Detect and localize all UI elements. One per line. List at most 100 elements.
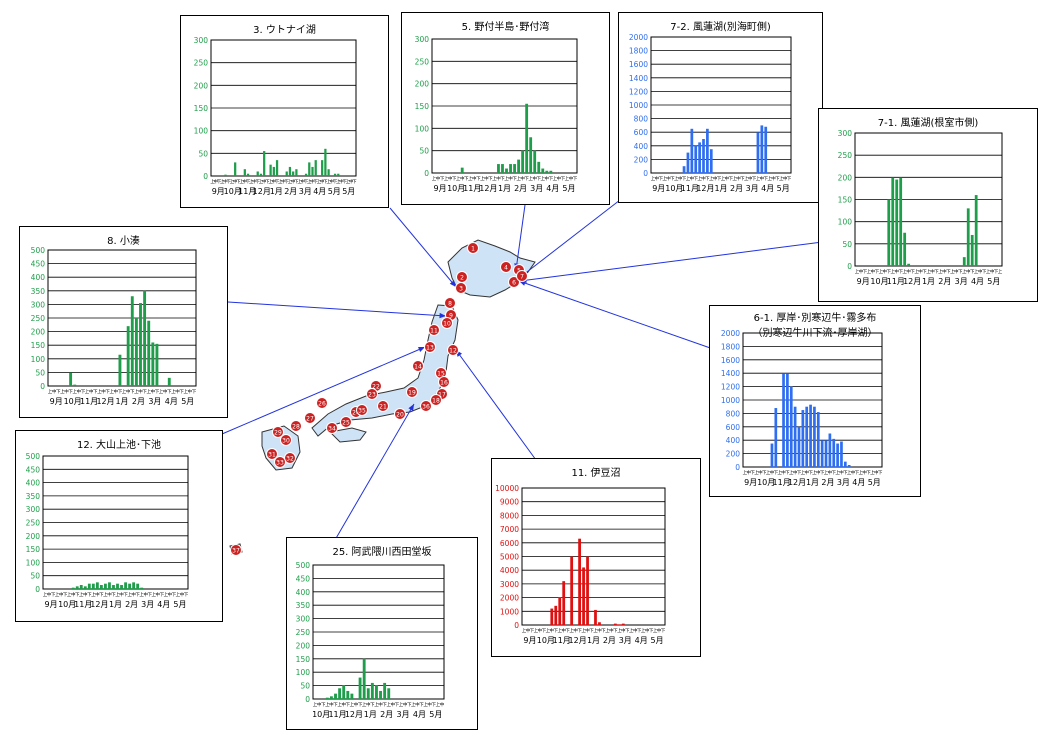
site-marker-label: 1 [471,246,475,253]
x-period-label: 中 [151,388,156,395]
x-period-label: 中 [828,469,833,476]
bar [256,171,259,176]
x-period-label: 上 [374,701,379,708]
x-month-label: 1月 [714,184,727,193]
x-period-label: 上 [268,178,273,185]
x-month-label: 1月 [115,397,128,406]
y-tick-label: 150 [31,341,46,350]
bar [786,373,789,467]
x-month-label: 5月 [987,277,1000,286]
x-period-label: 上 [766,469,771,476]
site-marker-label: 27 [306,416,314,423]
x-period-label: 中 [330,178,335,185]
chart-title: 8. 小湊 [20,232,227,247]
y-tick-label: 450 [296,574,311,583]
x-period-label: 下 [275,179,280,185]
bar [134,318,138,386]
x-period-label: 中 [690,175,695,182]
y-tick-label: 250 [194,59,209,68]
x-period-label: 上 [541,175,546,182]
x-period-label: 上 [504,175,509,182]
x-period-label: 下 [705,176,710,182]
x-period-label: 上 [686,175,691,182]
x-period-label: 下 [808,470,813,476]
x-period-label: 下 [787,176,792,182]
bar [598,622,601,625]
bar [562,581,566,625]
y-tick-label: 500 [296,561,311,570]
bar [682,166,686,173]
x-period-label: 下 [693,176,698,182]
x-period-label: 下 [382,702,387,708]
y-tick-label: 600 [634,128,649,137]
x-period-label: 下 [717,176,722,182]
x-period-label: 下 [321,702,326,708]
bar [325,697,329,699]
bar [782,373,785,467]
x-month-label: 9月 [857,277,870,286]
x-period-label: 下 [246,179,251,185]
x-period-label: 中 [484,175,489,182]
bar [690,128,694,173]
bar [130,296,134,386]
x-month-label: 2月 [730,184,743,193]
bar [840,441,843,467]
x-period-label: 中 [391,701,396,708]
site-marker: 6 [508,276,520,288]
x-period-label: 中 [310,178,315,185]
x-period-label: 中 [320,178,325,185]
x-period-label: 上 [278,178,283,185]
x-period-label: 下 [56,389,61,395]
bar [140,587,144,589]
bar [112,585,115,589]
x-period-label: 下 [982,269,987,275]
x-period-label: 中 [760,175,765,182]
x-period-label: 中 [71,591,76,598]
x-period-label: 中 [101,388,106,395]
bar [120,585,123,589]
bar [706,128,709,173]
x-period-label: 下 [440,176,445,182]
x-month-label: 3月 [837,478,850,487]
bar [621,623,625,625]
x-period-label: 上 [43,591,48,598]
y-tick-label: 2000 [721,329,740,338]
x-period-label: 下 [135,592,140,598]
x-period-label: 中 [243,178,248,185]
x-month-label: 3月 [746,184,759,193]
x-period-label: 上 [789,469,794,476]
site-marker: 21 [377,400,389,412]
y-tick-label: 0 [735,463,740,472]
x-period-label: 中 [793,469,798,476]
x-period-label: 下 [565,628,570,634]
bar [517,159,521,173]
x-period-label: 中 [281,178,286,185]
bar [970,234,974,266]
x-period-label: 中 [317,701,322,708]
bar [760,125,764,173]
bar [136,583,140,589]
bar [387,688,391,699]
bar [224,174,227,176]
bar [824,440,828,467]
x-period-label: 上 [835,469,840,476]
x-period-label: 中 [188,388,193,395]
x-period-label: 中 [301,178,306,185]
x-period-label: 下 [118,389,123,395]
bar [594,609,597,625]
site-marker-label: 30 [282,438,290,445]
y-tick-label: 350 [296,601,311,610]
x-period-label: 下 [123,592,128,598]
y-tick-label: 400 [296,588,311,597]
y-tick-label: 350 [26,492,41,501]
bar [545,170,549,173]
x-period-label: 中 [131,591,136,598]
x-period-label: 下 [934,269,939,275]
site-marker: 26 [316,397,328,409]
bar [87,583,91,589]
x-period-label: 下 [637,628,642,634]
bar [327,169,330,176]
y-tick-label: 1400 [629,74,648,83]
bar [832,438,836,467]
bar [709,149,713,173]
